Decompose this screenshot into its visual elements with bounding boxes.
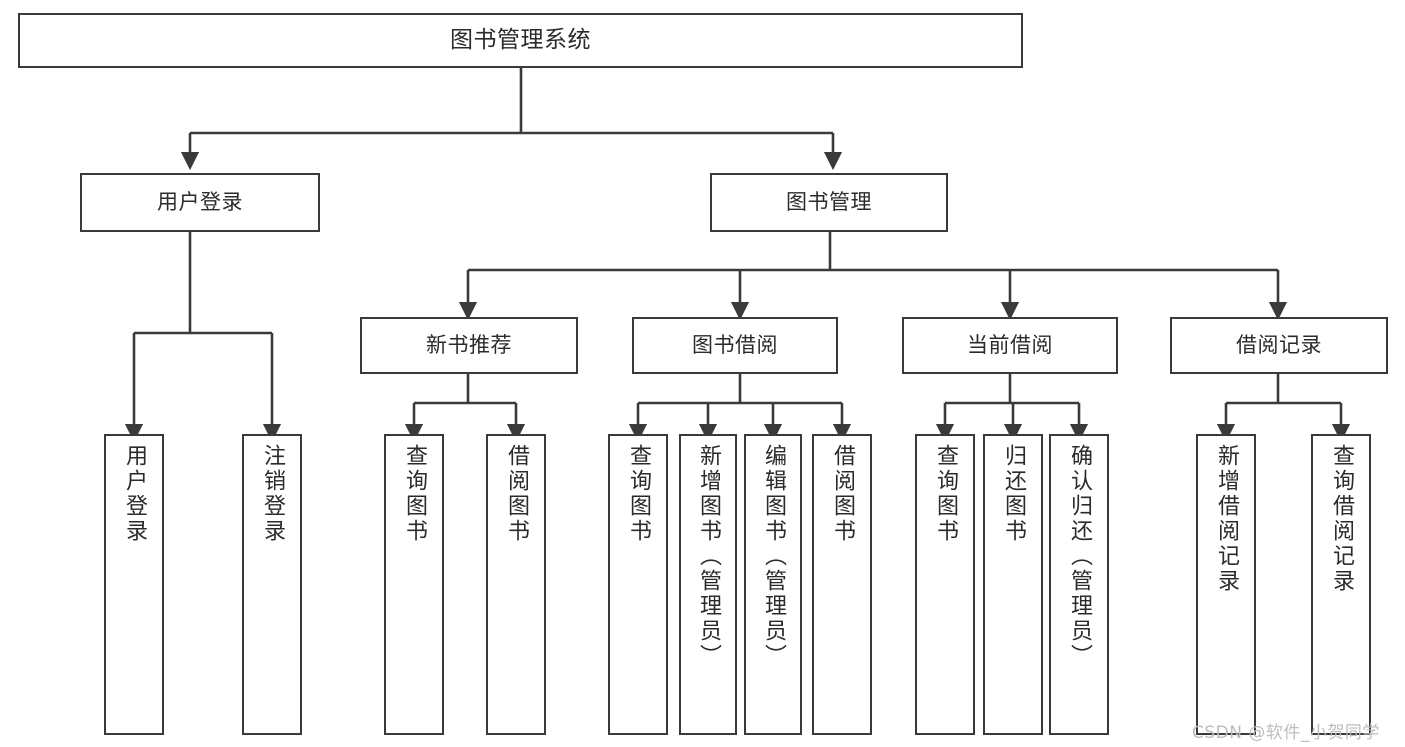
csdn-watermark: CSDN @软件_小贺同学 [1192, 723, 1380, 743]
node-label: 用户登录 [157, 190, 243, 215]
node-label: 借阅记录 [1236, 333, 1322, 358]
node-label: 借阅图书 [830, 444, 855, 544]
leaf-book-borrow-edit[interactable]: 编辑图书（管理员） [744, 434, 802, 735]
leaf-current-borrow-confirm[interactable]: 确认归还（管理员） [1049, 434, 1109, 735]
node-user-login[interactable]: 用户登录 [80, 173, 320, 232]
node-root-system[interactable]: 图书管理系统 [18, 13, 1023, 68]
node-label: 图书管理 [786, 190, 872, 215]
node-label: 编辑图书（管理员） [761, 444, 786, 669]
leaf-new-book-query[interactable]: 查询图书 [384, 434, 444, 735]
node-book-borrow[interactable]: 图书借阅 [632, 317, 838, 374]
node-label: 新书推荐 [426, 333, 512, 358]
node-current-borrow[interactable]: 当前借阅 [902, 317, 1118, 374]
leaf-borrow-record-add[interactable]: 新增借阅记录 [1196, 434, 1256, 735]
node-label: 新增借阅记录 [1214, 444, 1239, 594]
node-book-management[interactable]: 图书管理 [710, 173, 948, 232]
leaf-new-book-borrow[interactable]: 借阅图书 [486, 434, 546, 735]
leaf-borrow-record-query[interactable]: 查询借阅记录 [1311, 434, 1371, 735]
node-label: 注销登录 [260, 444, 285, 544]
leaf-user-login-logout[interactable]: 注销登录 [242, 434, 302, 735]
leaf-current-borrow-return[interactable]: 归还图书 [983, 434, 1043, 735]
leaf-current-borrow-query[interactable]: 查询图书 [915, 434, 975, 735]
leaf-book-borrow-borrow[interactable]: 借阅图书 [812, 434, 872, 735]
node-label: 查询借阅记录 [1329, 444, 1354, 594]
node-borrow-record[interactable]: 借阅记录 [1170, 317, 1388, 374]
node-label: 当前借阅 [967, 333, 1053, 358]
node-label: 查询图书 [626, 444, 651, 544]
leaf-book-borrow-add[interactable]: 新增图书（管理员） [679, 434, 737, 735]
node-label: 查询图书 [402, 444, 427, 544]
node-label: 图书借阅 [692, 333, 778, 358]
leaf-book-borrow-query[interactable]: 查询图书 [608, 434, 668, 735]
node-new-book-recommend[interactable]: 新书推荐 [360, 317, 578, 374]
node-label: 用户登录 [122, 444, 147, 544]
node-label: 归还图书 [1001, 444, 1026, 544]
leaf-user-login-login[interactable]: 用户登录 [104, 434, 164, 735]
node-label: 图书管理系统 [450, 27, 591, 54]
node-label: 确认归还（管理员） [1067, 444, 1092, 669]
node-label: 新增图书（管理员） [696, 444, 721, 669]
node-label: 借阅图书 [504, 444, 529, 544]
node-label: 查询图书 [933, 444, 958, 544]
